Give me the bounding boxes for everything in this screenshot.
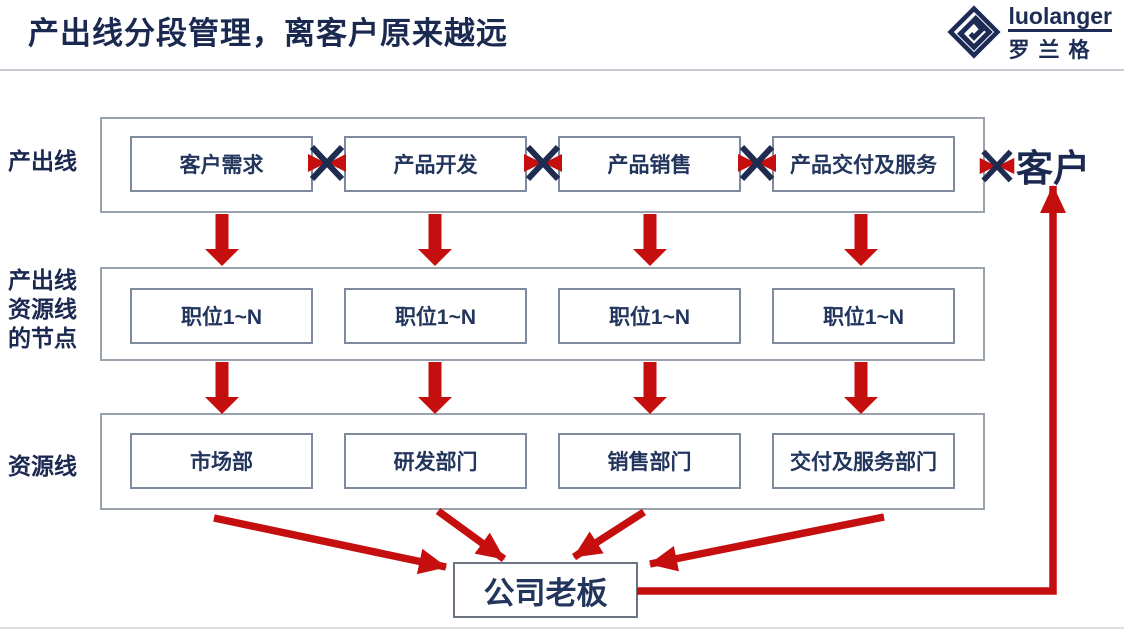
node-product-dev: 产品开发 [344, 136, 527, 192]
row3-label: 资源线 [8, 453, 77, 479]
row2-label-line2: 资源线 [8, 296, 77, 322]
crossed-connection-icon [735, 143, 779, 183]
converge-arrow [571, 508, 647, 561]
boss-box: 公司老板 [453, 562, 638, 618]
node-marketing-dept: 市场部 [130, 433, 313, 489]
row2-label-line1: 产出线 [8, 267, 77, 293]
crossed-connection-icon [305, 143, 349, 183]
down-arrow [205, 214, 239, 266]
converge-arrow [213, 514, 447, 575]
row1-label: 产出线 [8, 148, 77, 174]
node-position-3: 职位1~N [558, 288, 741, 344]
logo-name-cn: 罗兰格 [1008, 39, 1099, 63]
down-arrow [418, 362, 452, 414]
node-customer-needs: 客户需求 [130, 136, 313, 192]
logo-name: luolanger [1008, 4, 1112, 33]
resource-line-container: 市场部 研发部门 销售部门 交付及服务部门 [100, 413, 985, 510]
crossed-connection-icon [977, 147, 1021, 187]
down-arrow [418, 214, 452, 266]
logo-text: luolanger 罗兰格 [1008, 4, 1112, 64]
bottom-divider [0, 627, 1124, 629]
down-arrow [205, 362, 239, 414]
down-arrow [633, 362, 667, 414]
converge-arrow [649, 513, 885, 572]
node-product-sales: 产品销售 [558, 136, 741, 192]
down-arrow [844, 214, 878, 266]
node-position-4: 职位1~N [772, 288, 955, 344]
row2-label-line3: 的节点 [8, 325, 77, 351]
node-product-delivery: 产品交付及服务 [772, 136, 955, 192]
row2-label: 产出线 资源线 的节点 [8, 266, 77, 353]
page-title: 产出线分段管理，离客户原来越远 [28, 16, 508, 51]
positions-container: 职位1~N 职位1~N 职位1~N 职位1~N [100, 267, 985, 361]
down-arrow [844, 362, 878, 414]
node-position-1: 职位1~N [130, 288, 313, 344]
down-arrow [633, 214, 667, 266]
boss-to-customer-arrow [637, 185, 1066, 595]
node-rnd-dept: 研发部门 [344, 433, 527, 489]
converge-arrow [435, 507, 507, 563]
node-delivery-dept: 交付及服务部门 [772, 433, 955, 489]
header-divider [0, 69, 1124, 71]
crossed-connection-icon [521, 143, 565, 183]
node-position-2: 职位1~N [344, 288, 527, 344]
luolanger-diamond-icon [947, 4, 1002, 64]
logo: luolanger 罗兰格 [947, 4, 1112, 64]
output-line-container: 客户需求 产品开发 产品销售 产品交付及服务 [100, 117, 985, 213]
customer-label: 客户 [1016, 148, 1090, 189]
node-sales-dept: 销售部门 [558, 433, 741, 489]
